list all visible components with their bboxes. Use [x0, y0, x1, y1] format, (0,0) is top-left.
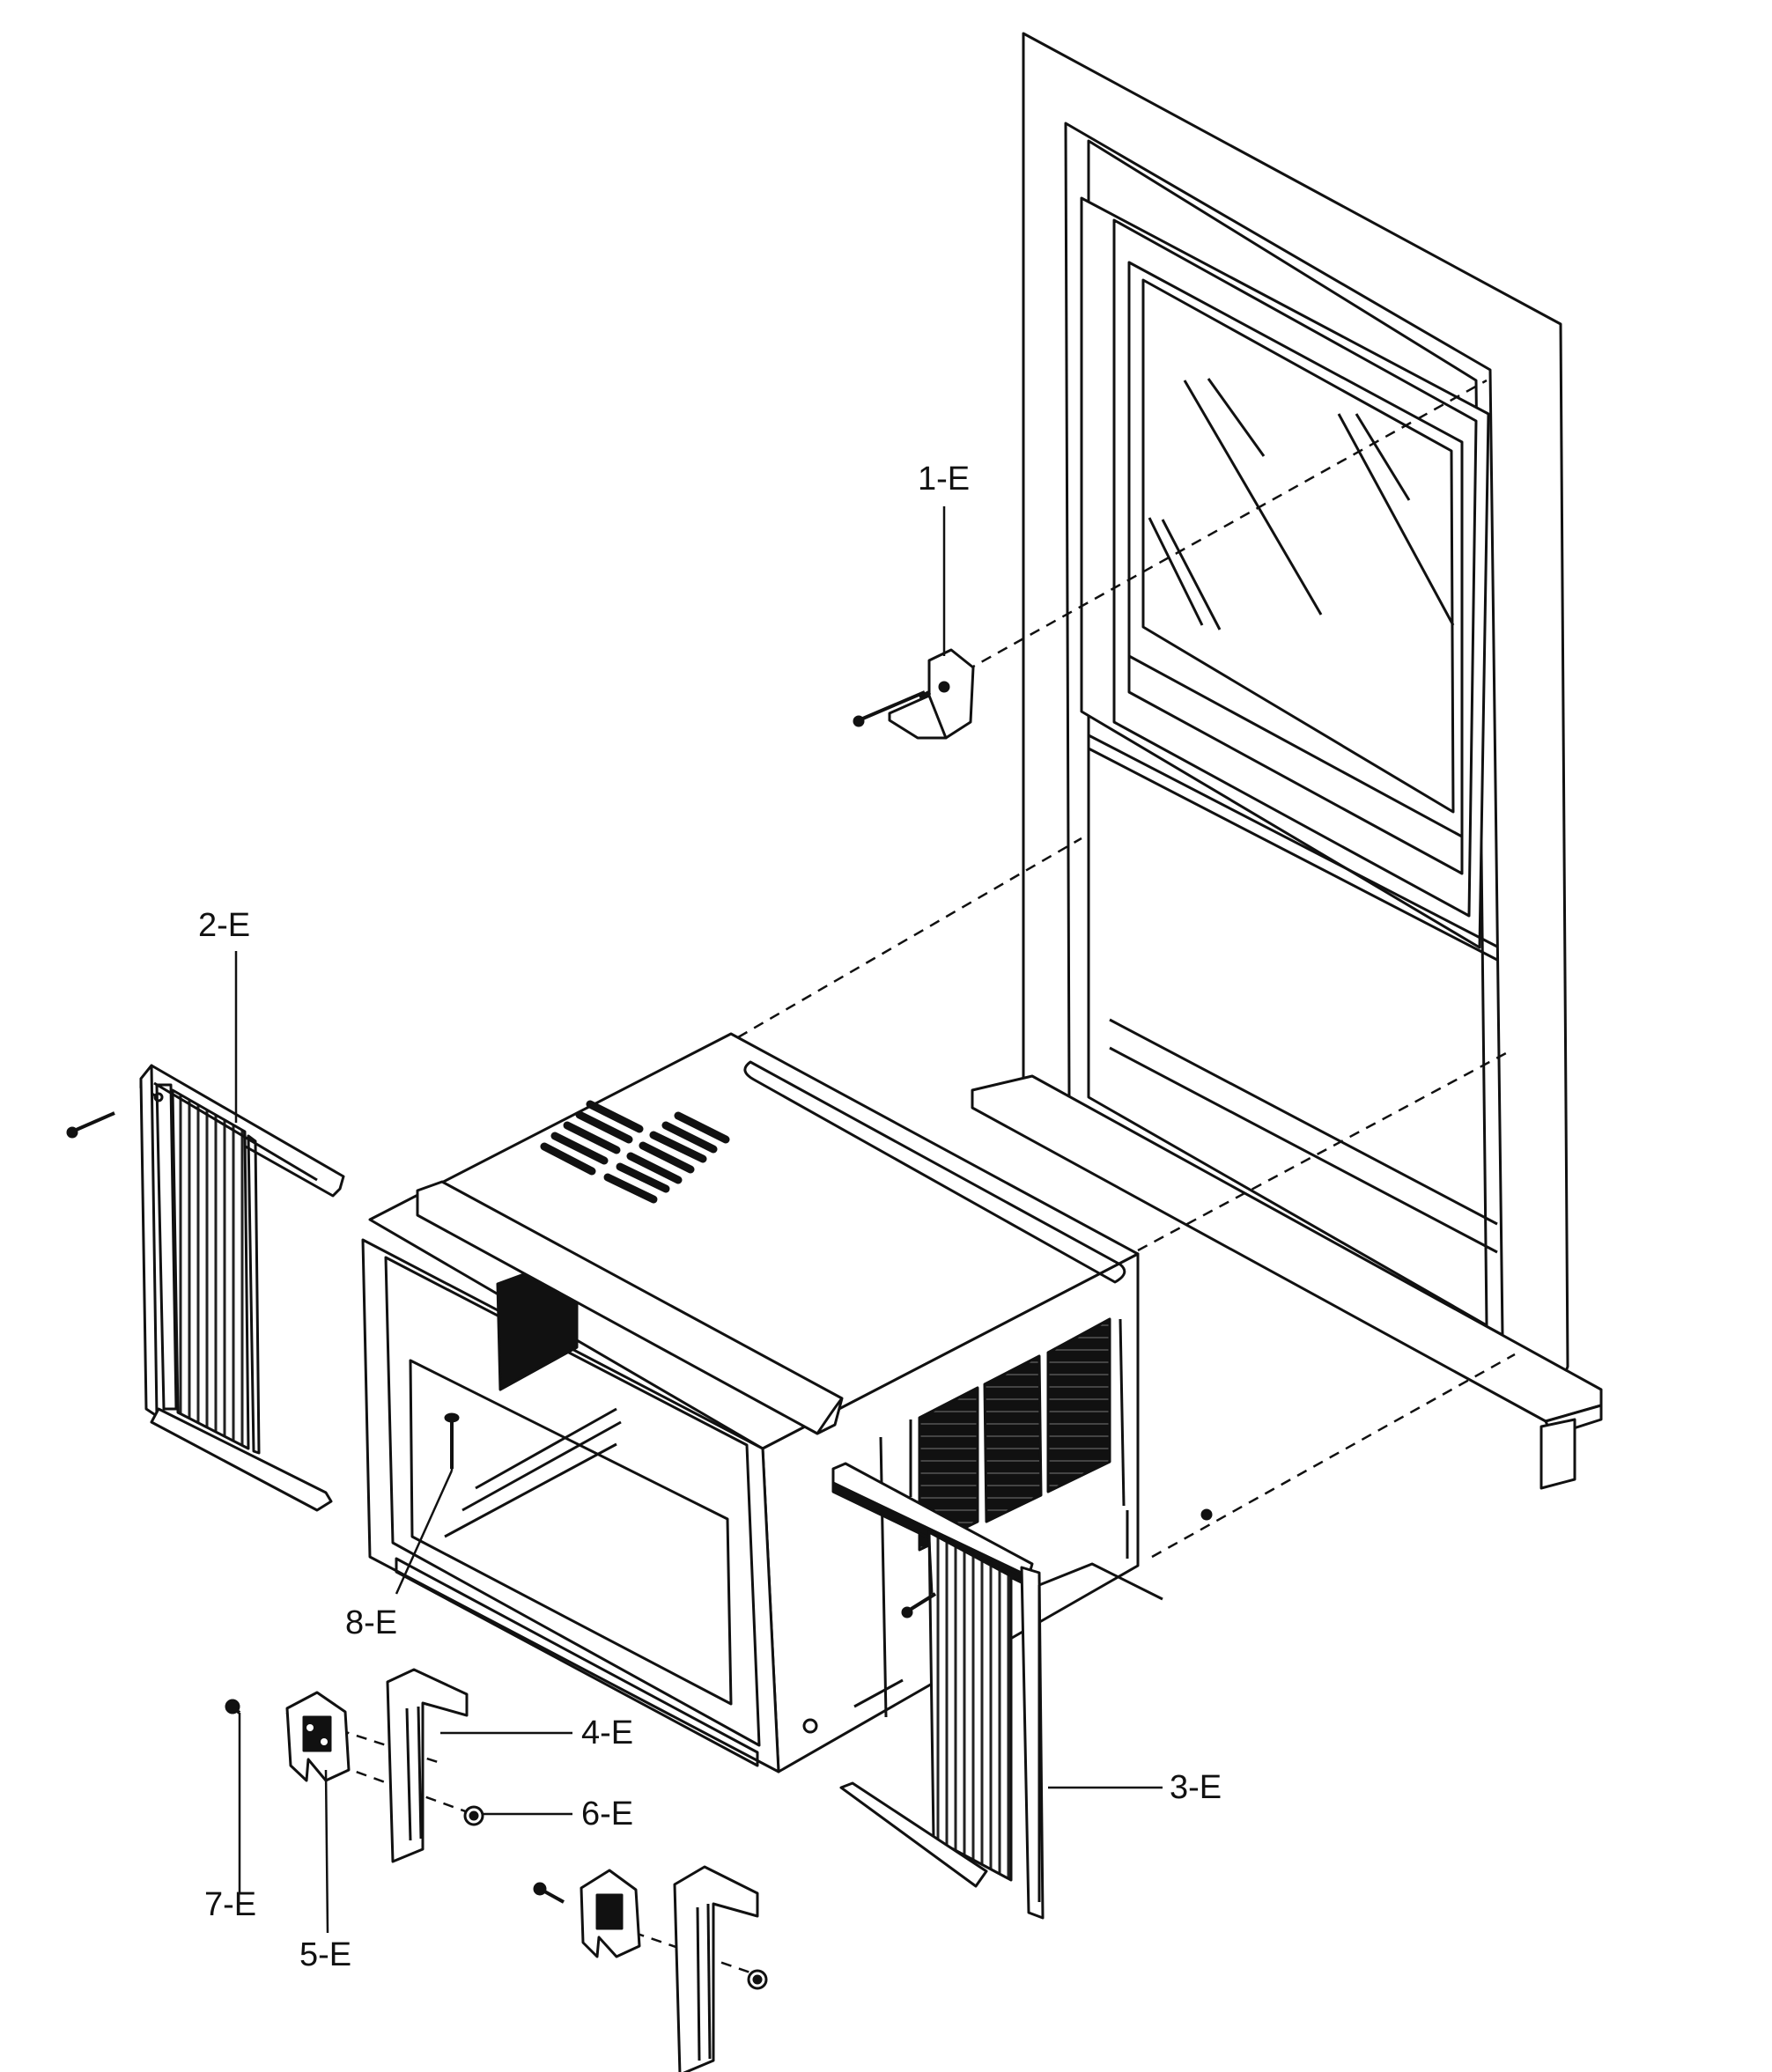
label-3-e: 3-E — [1170, 1769, 1222, 1806]
mounting-clip-lower — [580, 1869, 641, 1958]
label-7-e: 7-E — [204, 1886, 256, 1923]
air-conditioner-cabinet — [361, 1032, 1213, 1773]
label-1-e: 1-E — [918, 461, 970, 498]
label-5-e: 5-E — [299, 1936, 351, 1973]
glass-reflection — [1148, 378, 1455, 630]
leader-lines — [234, 506, 1163, 1934]
window-bracket — [853, 648, 975, 740]
support-bracket-lower — [673, 1865, 759, 2072]
right-side-curtain — [831, 1462, 1045, 1920]
label-2-e: 2-E — [198, 907, 250, 944]
label-4-e: 4-E — [581, 1714, 633, 1751]
window-frame — [971, 32, 1603, 1490]
mounting-clip — [285, 1691, 351, 1782]
nut — [463, 1805, 768, 1990]
bolt — [225, 1699, 565, 1904]
support-bracket — [386, 1668, 469, 1863]
left-side-curtain — [66, 1064, 345, 1512]
label-6-e: 6-E — [581, 1795, 633, 1832]
top-vents — [540, 1100, 730, 1204]
label-8-e: 8-E — [345, 1604, 397, 1641]
